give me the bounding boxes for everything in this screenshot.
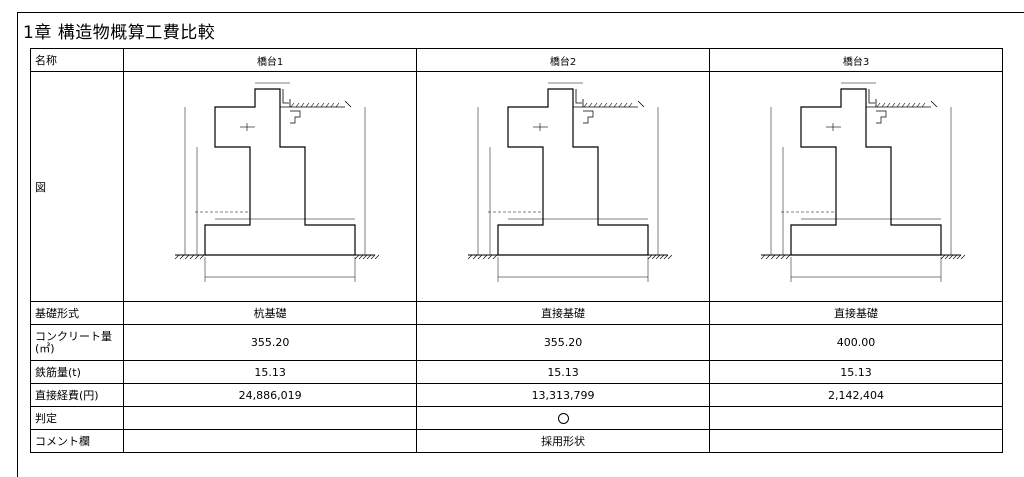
option-2-cost: 13,313,799 [416, 383, 711, 407]
option-3-judge [709, 406, 1003, 430]
adopted-circle-mark [557, 413, 569, 424]
option-2-concrete: 355.20 [416, 324, 711, 361]
option-1-cost: 24,886,019 [123, 383, 418, 407]
row-foundation: 基礎形式 杭基礎 直接基礎 直接基礎 [29, 301, 1003, 325]
option-3-figure [709, 71, 1003, 302]
comparison-table: 名称 橋台1 橋台2 橋台3 図 基礎形式 杭基礎 直接基礎 直接基礎 コンクリ… [29, 48, 1003, 453]
page-title: 1章 構造物概算工費比較 [23, 23, 216, 43]
option-2-judge [416, 406, 711, 430]
sheet-border-top [17, 12, 1024, 13]
label-name: 名称 [29, 48, 125, 72]
abutment-drawing-svg [467, 82, 673, 282]
option-3-concrete: 400.00 [709, 324, 1003, 361]
abutment-drawing-2 [421, 77, 705, 297]
sheet-border-left [17, 12, 18, 477]
option-3-name: 橋台3 [709, 48, 1003, 72]
option-2-comment: 採用形状 [416, 429, 711, 453]
row-judge: 判定 [29, 406, 1003, 430]
option-3-comment [709, 429, 1003, 453]
label-figure: 図 [29, 71, 125, 302]
label-foundation: 基礎形式 [29, 301, 125, 325]
option-1-concrete: 355.20 [123, 324, 418, 361]
abutment-drawing-svg [174, 82, 380, 282]
row-figure: 図 [29, 71, 1003, 302]
option-3-cost: 2,142,404 [709, 383, 1003, 407]
label-cost: 直接経費(円) [29, 383, 125, 407]
row-rebar: 鉄筋量(t) 15.13 15.13 15.13 [29, 360, 1003, 384]
option-1-judge [123, 406, 418, 430]
row-comment: コメント欄 採用形状 [29, 429, 1003, 453]
option-1-figure [123, 71, 418, 302]
abutment-drawing-1 [128, 77, 412, 297]
option-3-rebar: 15.13 [709, 360, 1003, 384]
option-2-foundation: 直接基礎 [416, 301, 711, 325]
label-judge: 判定 [29, 406, 125, 430]
option-3-foundation: 直接基礎 [709, 301, 1003, 325]
option-2-rebar: 15.13 [416, 360, 711, 384]
label-rebar: 鉄筋量(t) [29, 360, 125, 384]
abutment-drawing-3 [714, 77, 998, 297]
option-2-figure [416, 71, 711, 302]
label-comment: コメント欄 [29, 429, 125, 453]
option-1-foundation: 杭基礎 [123, 301, 418, 325]
abutment-drawing-svg [760, 82, 966, 282]
row-name: 名称 橋台1 橋台2 橋台3 [29, 48, 1003, 72]
option-1-name: 橋台1 [123, 48, 418, 72]
row-concrete: コンクリート量 (㎥) 355.20 355.20 400.00 [29, 324, 1003, 361]
option-1-rebar: 15.13 [123, 360, 418, 384]
label-concrete: コンクリート量 (㎥) [29, 324, 125, 361]
label-concrete-text: コンクリート量 (㎥) [35, 329, 112, 355]
row-cost: 直接経費(円) 24,886,019 13,313,799 2,142,404 [29, 383, 1003, 407]
option-1-comment [123, 429, 418, 453]
option-2-name: 橋台2 [416, 48, 711, 72]
